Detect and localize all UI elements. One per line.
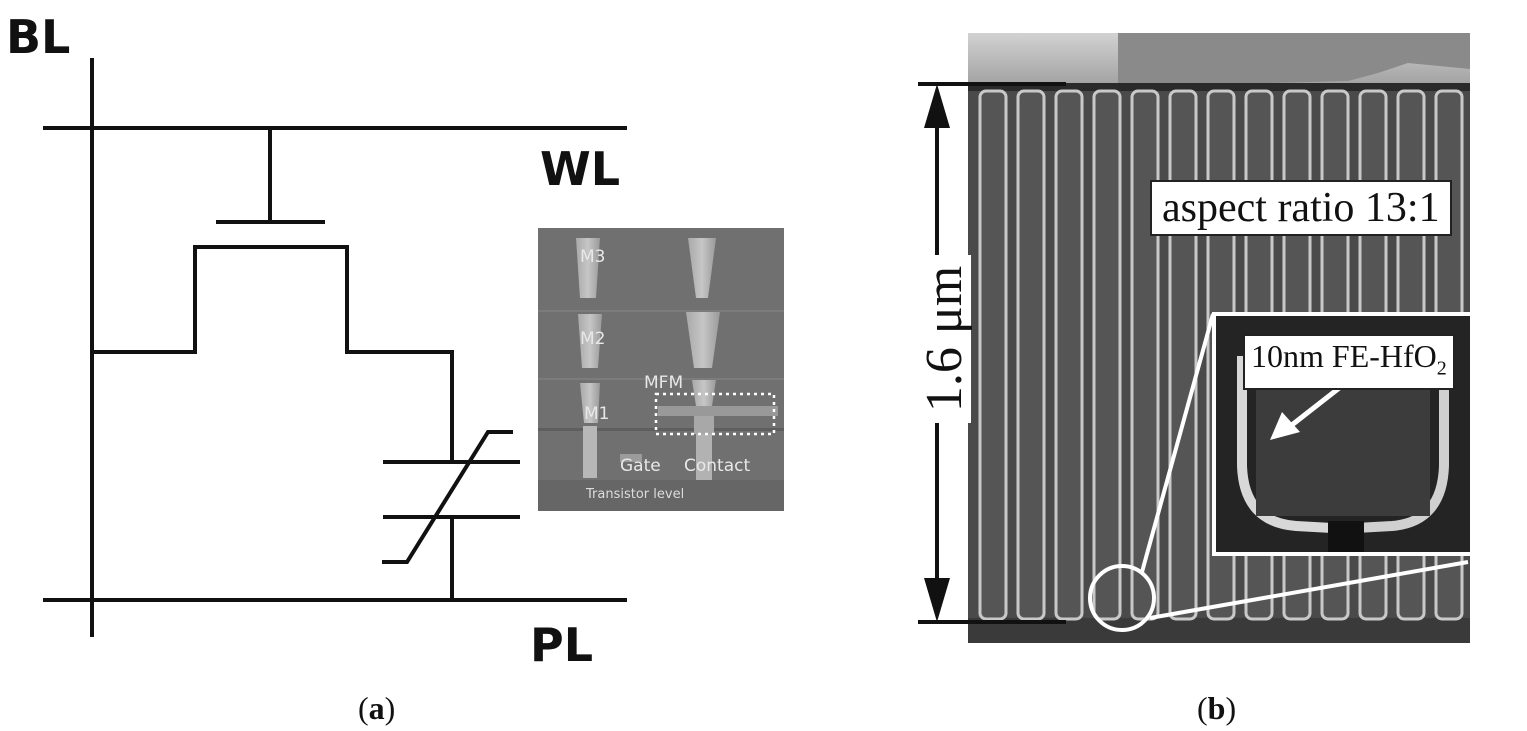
circuit-schematic bbox=[43, 58, 627, 637]
aspect-ratio-label: aspect ratio 13:1 bbox=[1150, 180, 1452, 236]
m3-label: M3 bbox=[580, 247, 606, 267]
transistor-level-label: Transistor level bbox=[586, 487, 685, 502]
film-thickness-label: 10nm FE-HfO2 bbox=[1243, 334, 1455, 391]
zoom-callout bbox=[1088, 313, 1469, 632]
bit-line-label: BL bbox=[6, 10, 71, 64]
caption-a-close: ) bbox=[384, 690, 396, 726]
m2-label: M2 bbox=[580, 329, 606, 349]
gate-label: Gate bbox=[620, 456, 661, 476]
word-line-label: WL bbox=[540, 142, 621, 196]
caption-a-open: ( bbox=[358, 690, 369, 726]
caption-a-letter: a bbox=[368, 690, 385, 726]
sem-inset: M3 M2 M1 MFM Gate Contact Transistor lev… bbox=[538, 228, 784, 511]
trench bbox=[1016, 89, 1046, 621]
sem-inset-structures bbox=[538, 228, 784, 511]
caption-a: (a) bbox=[358, 692, 395, 724]
caption-b: (b) bbox=[1197, 692, 1236, 724]
contact-label: Contact bbox=[684, 456, 751, 476]
film-label-main: 10nm FE-HfO bbox=[1251, 338, 1437, 374]
plate-line-label: PL bbox=[530, 618, 594, 672]
caption-b-close: ) bbox=[1225, 690, 1237, 726]
ferroelectric-slash bbox=[382, 430, 513, 564]
transistor-channel bbox=[90, 245, 454, 464]
trench bbox=[978, 89, 1008, 621]
trench bbox=[1092, 89, 1122, 621]
caption-b-open: ( bbox=[1197, 690, 1208, 726]
film-label-subscript: 2 bbox=[1436, 357, 1447, 380]
caption-b-letter: b bbox=[1207, 690, 1226, 726]
height-label: 1.6 μm bbox=[916, 255, 973, 423]
trench bbox=[1054, 89, 1084, 621]
mfm-label: MFM bbox=[644, 373, 684, 393]
m1-label: M1 bbox=[584, 404, 610, 424]
